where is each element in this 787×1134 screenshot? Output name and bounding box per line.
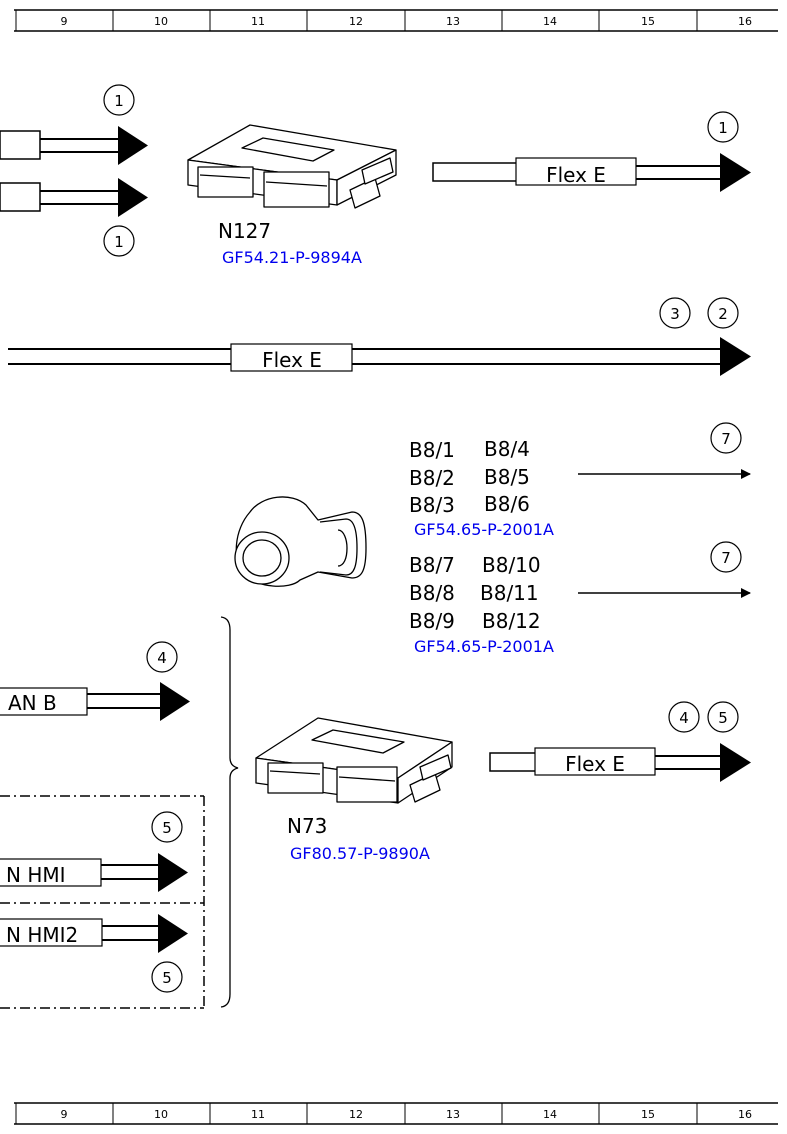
- sensor-label: B8/3: [409, 493, 455, 517]
- grid-bottom-label: 15: [641, 1108, 655, 1121]
- marker-label: 7: [721, 549, 731, 567]
- grid-bottom-label: 12: [349, 1108, 363, 1121]
- marker-circle[interactable]: 4: [146, 641, 178, 673]
- grid-bottom-label: 16: [738, 1108, 752, 1121]
- grid-bottom-label: 11: [251, 1108, 265, 1121]
- grid-bottom-label: 10: [154, 1108, 168, 1121]
- component-n127-name: N127: [218, 219, 271, 243]
- can-hmi2-input[interactable]: N HMI2: [0, 914, 188, 953]
- marker-label: 7: [721, 430, 731, 448]
- sensor-group-2: B8/7 B8/8 B8/9 B8/10 B8/11 B8/12 GF54.65…: [409, 553, 554, 656]
- grid-top-label: 11: [251, 15, 265, 28]
- flex-e-middle-label: Flex E: [262, 348, 322, 372]
- incoming-bus-upper[interactable]: [0, 126, 148, 165]
- marker-label: 5: [718, 709, 728, 727]
- grid-top-label: 10: [154, 15, 168, 28]
- sensor-label: B8/9: [409, 609, 455, 633]
- sensor-label: B8/10: [482, 553, 541, 577]
- sensor-group-1: B8/1 B8/2 B8/3 B8/4 B8/5 B8/6 GF54.65-P-…: [409, 437, 554, 539]
- component-n73-name: N73: [287, 814, 327, 838]
- sensor-label: B8/5: [484, 465, 530, 489]
- marker-label: 3: [670, 305, 680, 323]
- bus-group-brace: [220, 616, 239, 1008]
- grid-top-label: 9: [61, 15, 68, 28]
- flex-e-output-bottom[interactable]: Flex E: [489, 743, 751, 782]
- can-b-label: AN B: [8, 691, 57, 715]
- grid-bottom-label: 14: [543, 1108, 557, 1121]
- marker-circle[interactable]: 1: [103, 225, 135, 257]
- marker-label: 2: [718, 305, 728, 323]
- sensor-label: B8/4: [484, 437, 530, 461]
- marker-circle[interactable]: 4: [668, 701, 700, 733]
- component-n127-ref-link[interactable]: GF54.21-P-9894A: [222, 248, 362, 267]
- marker-circle[interactable]: 1: [103, 84, 135, 116]
- marker-label: 1: [114, 92, 124, 110]
- marker-label: 4: [679, 709, 689, 727]
- marker-circle[interactable]: 7: [710, 541, 742, 573]
- marker-label: 1: [114, 233, 124, 251]
- control-unit-icon[interactable]: [187, 124, 397, 209]
- component-n73-ref-link[interactable]: GF80.57-P-9890A: [290, 844, 430, 863]
- sensor-label: B8/1: [409, 438, 455, 462]
- marker-label: 5: [162, 819, 172, 837]
- grid-top-label: 15: [641, 15, 655, 28]
- grid-top-label: 13: [446, 15, 460, 28]
- marker-label: 4: [157, 649, 167, 667]
- can-hmi2-label: N HMI2: [6, 923, 78, 947]
- sensor-label: B8/8: [409, 581, 455, 605]
- incoming-bus-lower[interactable]: [0, 178, 148, 217]
- optional-equipment-box: [0, 795, 205, 1009]
- marker-circle[interactable]: 5: [151, 961, 183, 993]
- marker-label: 1: [718, 119, 728, 137]
- grid-bottom-label: 9: [61, 1108, 68, 1121]
- sensor-label: B8/6: [484, 492, 530, 516]
- sensor-label: B8/2: [409, 466, 455, 490]
- grid-top-label: 12: [349, 15, 363, 28]
- top-grid-strip: 9 10 11 12 13 14 15 16: [14, 9, 778, 32]
- sensor-group-1-ref-link[interactable]: GF54.65-P-2001A: [414, 520, 554, 539]
- sensor-label: B8/12: [482, 609, 541, 633]
- marker-circle[interactable]: 3: [659, 297, 691, 329]
- flex-e-bus-middle[interactable]: Flex E: [8, 337, 751, 376]
- grid-top-label: 16: [738, 15, 752, 28]
- can-hmi-input[interactable]: N HMI: [0, 853, 188, 892]
- marker-circle[interactable]: 2: [707, 297, 739, 329]
- control-unit-icon[interactable]: [255, 717, 453, 804]
- flex-e-top-label: Flex E: [546, 163, 606, 187]
- bottom-grid-strip: 9 10 11 12 13 14 15 16: [14, 1102, 778, 1125]
- can-hmi-label: N HMI: [6, 863, 66, 887]
- marker-circle[interactable]: 5: [707, 701, 739, 733]
- sensor-label: B8/11: [480, 581, 539, 605]
- marker-circle[interactable]: 5: [151, 811, 183, 843]
- flex-e-bottom-label: Flex E: [565, 752, 625, 776]
- marker-circle[interactable]: 7: [710, 422, 742, 454]
- can-b-input[interactable]: AN B: [0, 682, 190, 721]
- sensor-label: B8/7: [409, 553, 455, 577]
- grid-bottom-label: 13: [446, 1108, 460, 1121]
- marker-label: 5: [162, 969, 172, 987]
- parking-sensor-icon[interactable]: [234, 496, 367, 587]
- flex-e-output-top[interactable]: Flex E: [432, 153, 751, 192]
- grid-top-label: 14: [543, 15, 557, 28]
- sensor-group-2-ref-link[interactable]: GF54.65-P-2001A: [414, 637, 554, 656]
- marker-circle[interactable]: 1: [707, 111, 739, 143]
